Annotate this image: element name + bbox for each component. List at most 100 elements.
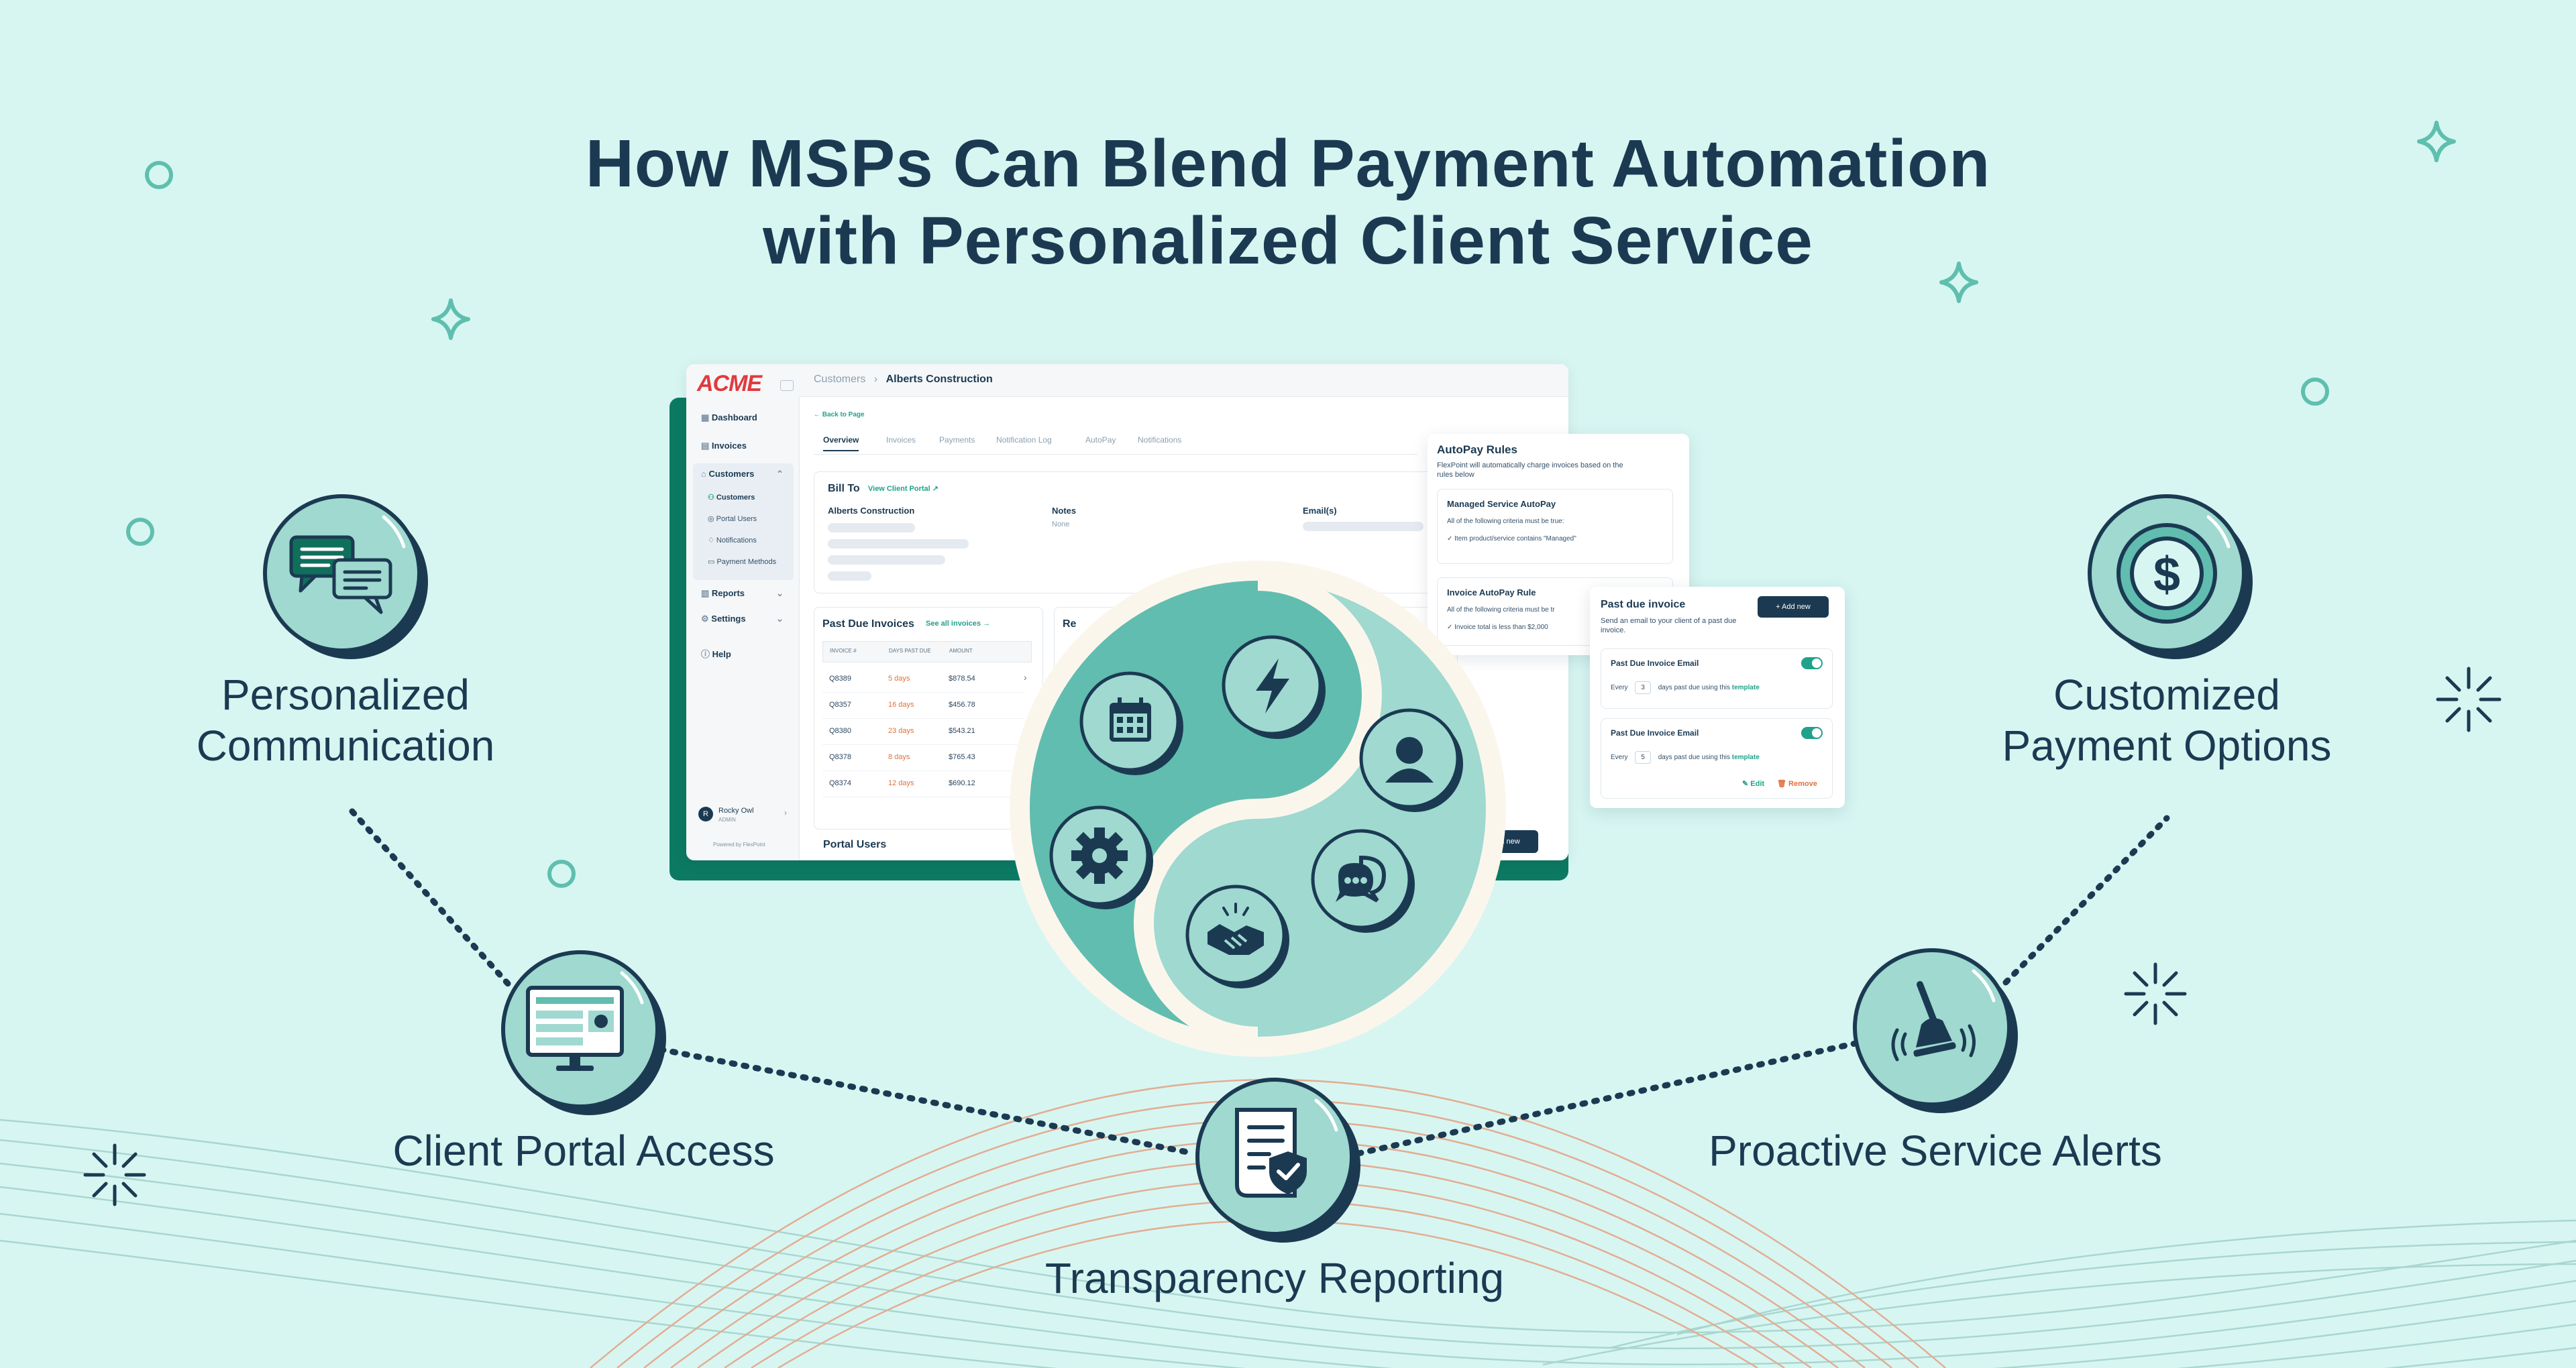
col-days[interactable]: DAYS PAST DUE — [889, 648, 931, 654]
sidebar-item-dashboard[interactable]: ▦ Dashboard — [701, 412, 757, 422]
sidebar-item-reports[interactable]: ▥ Reports⌄ — [701, 588, 784, 598]
email1-every: Every — [1611, 684, 1628, 691]
customized-payment-line-2: Payment Options — [2002, 722, 2332, 770]
invoice-number: Q8357 — [829, 701, 852, 709]
email2-every: Every — [1611, 754, 1628, 761]
bell-small-icon: ♢ — [708, 536, 716, 545]
card-icon: ▭ — [708, 558, 717, 566]
address-skeleton — [828, 539, 969, 549]
emails-label: Email(s) — [1303, 506, 1337, 516]
email1-template-link[interactable]: template — [1731, 684, 1760, 691]
user-avatar[interactable]: R — [698, 807, 713, 821]
invoice-icon: ▤ — [701, 441, 712, 451]
customized-payment-line-1: Customized — [2053, 671, 2280, 719]
rule2-title: Invoice AutoPay Rule — [1447, 587, 1536, 597]
invoice-number: Q8378 — [829, 753, 852, 761]
monitor-portal-icon — [501, 950, 666, 1115]
chevron-right-icon[interactable]: › — [784, 808, 787, 817]
sidebar-item-help[interactable]: ⓘ Help — [701, 649, 731, 659]
email2-days-input[interactable]: 5 — [1635, 751, 1651, 764]
edit-button[interactable]: ✎ Edit — [1742, 780, 1765, 788]
autopay-desc: FlexPoint will automatically charge invo… — [1437, 461, 1623, 479]
amount: $543.21 — [949, 727, 975, 735]
sidebar-sub-customers[interactable]: ⚇ Customers — [708, 494, 755, 502]
sidebar-item-settings[interactable]: ⚙ Settings⌄ — [701, 614, 784, 624]
email2-title: Past Due Invoice Email — [1611, 728, 1699, 738]
sidebar-customers-group — [693, 463, 794, 580]
email2-toggle[interactable] — [1801, 727, 1823, 739]
tab-payments[interactable]: Payments — [939, 435, 975, 445]
past-due-title: Past Due Invoices — [822, 618, 914, 630]
see-all-invoices-link[interactable]: See all invoices → — [926, 620, 990, 628]
chevron-right-icon[interactable]: › — [1024, 672, 1027, 683]
email2-template-link[interactable]: template — [1731, 754, 1760, 761]
col-invoice[interactable]: INVOICE # — [830, 648, 857, 654]
table-row[interactable]: Q8357 16 days $456.78 — [822, 698, 1024, 719]
tab-overview[interactable]: Overview — [823, 435, 859, 451]
address-skeleton — [828, 523, 915, 532]
invoice-number: Q8374 — [829, 779, 852, 787]
customers-icon: ⌂ — [701, 469, 709, 479]
rule1-title: Managed Service AutoPay — [1447, 499, 1556, 509]
email1-rest: days past due using this — [1658, 684, 1730, 691]
email1-schedule: Every 3 days past due using this templat… — [1611, 681, 1760, 694]
tab-notifications[interactable]: Notifications — [1138, 435, 1182, 445]
remove-button[interactable]: 🗑 Remove — [1777, 780, 1817, 788]
days-past-due: 16 days — [888, 701, 914, 709]
email1-title: Past Due Invoice Email — [1611, 659, 1699, 668]
user-name: Rocky Owl — [718, 807, 754, 815]
sidebar-sub-notifications[interactable]: ♢ Notifications — [708, 536, 757, 545]
breadcrumb-parent[interactable]: Customers — [814, 374, 866, 385]
pastdue-add-new-button[interactable]: + Add new — [1758, 596, 1829, 618]
autopay-rule-managed[interactable]: Managed Service AutoPay All of the follo… — [1437, 489, 1673, 564]
chevron-up-icon: ⌃ — [776, 469, 784, 479]
pastdue-email-2[interactable]: Past Due Invoice Email Every 5 days past… — [1601, 718, 1833, 799]
client-portal-label: Client Portal Access — [392, 1127, 775, 1175]
tab-autopay[interactable]: AutoPay — [1085, 435, 1116, 445]
rule2-criteria: All of the following criteria must be tr — [1447, 606, 1555, 614]
sidebar-sub-payment-methods[interactable]: ▭ Payment Methods — [708, 558, 777, 566]
tab-invoices[interactable]: Invoices — [886, 435, 916, 445]
back-link[interactable]: ← Back to Page — [814, 411, 865, 418]
calendar-icon — [1079, 671, 1183, 775]
sidebar-sub-portal-users[interactable]: ◎ Portal Users — [708, 515, 757, 523]
days-past-due: 23 days — [888, 727, 914, 735]
tab-bar: Overview Invoices Payments Notification … — [814, 435, 1417, 455]
company-name: Alberts Construction — [828, 506, 915, 516]
breadcrumb-separator-icon: › — [873, 374, 878, 385]
past-due-invoice-panel: Past due invoice + Add new Send an email… — [1590, 587, 1845, 808]
email2-schedule: Every 5 days past due using this templat… — [1611, 751, 1760, 764]
chevron-down-icon: ⌄ — [776, 588, 784, 598]
title-line-2: with Personalized Client Service — [763, 203, 1813, 278]
dashboard-icon: ▦ — [701, 412, 712, 422]
collapse-icon[interactable] — [780, 380, 794, 391]
amount: $690.12 — [949, 779, 975, 787]
sidebar-item-invoices[interactable]: ▤ Invoices — [701, 441, 747, 451]
rule2-item: ✓ Invoice total is less than $2,000 — [1447, 624, 1548, 631]
reports-icon: ▥ — [701, 588, 712, 598]
breadcrumb-current: Alberts Construction — [885, 374, 993, 385]
title-line-1: How MSPs Can Blend Payment Automation — [585, 126, 1991, 201]
sidebar-item-customers[interactable]: ⌂ Customers⌃ — [701, 469, 784, 479]
yin-yang-divider — [1134, 571, 1382, 1047]
user-role: ADMIN — [718, 817, 736, 823]
view-client-portal-link[interactable]: View Client Portal ↗ — [868, 485, 938, 493]
col-amount[interactable]: AMOUNT — [949, 648, 973, 654]
email1-toggle[interactable] — [1801, 657, 1823, 669]
personalized-communication-line-1: Personalized — [221, 671, 470, 719]
email1-days-input[interactable]: 3 — [1635, 681, 1651, 694]
tab-notification-log[interactable]: Notification Log — [996, 435, 1052, 445]
email-skeleton — [1303, 522, 1424, 531]
handshake-icon — [1185, 885, 1289, 988]
pastdue-email-1[interactable]: Past Due Invoice Email Every 3 days past… — [1601, 648, 1833, 709]
bill-to-title: Bill To — [828, 483, 860, 494]
connector-lines — [349, 808, 2170, 1157]
amount: $456.78 — [949, 701, 975, 709]
days-past-due: 5 days — [888, 675, 910, 683]
acme-logo: ACME — [697, 371, 762, 396]
customized-payment-label: Customized Payment Options — [1966, 669, 2368, 771]
